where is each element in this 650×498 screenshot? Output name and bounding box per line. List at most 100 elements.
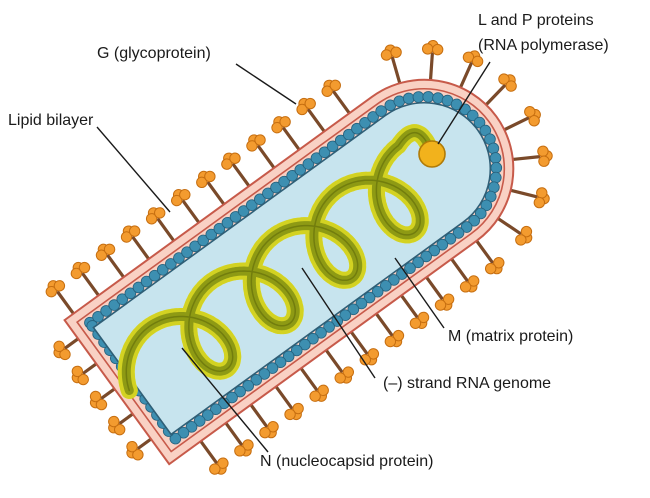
glycoprotein-head-lobe [421,43,434,55]
glycoprotein-head-lobe [71,365,84,378]
glycoprotein-spike-icon [324,348,354,384]
glycoprotein-spike-icon [246,134,276,170]
glycoprotein-spike-icon [199,439,229,475]
glycoprotein-head-lobe [536,187,548,199]
glycoprotein-head-lobe [471,55,484,68]
matrix-protein-icon [412,91,425,103]
glycoprotein-head-lobe [359,354,371,366]
glycoprotein-spike-icon [53,330,89,361]
glycoprotein-spike-icon [224,421,254,457]
glycoprotein-spike-icon [299,366,329,402]
glycoprotein-stalk [249,403,268,428]
glycoprotein-spike-icon [171,188,201,225]
glycoprotein-spike-icon [271,116,301,152]
glycoprotein-spike-icon [421,39,444,82]
glycoprotein-stalk [81,272,101,298]
leader-lines [96,61,491,453]
matrix-protein-icon [490,161,503,174]
glycoprotein-head-lobe [229,152,241,164]
leader-line-glycoprotein [235,63,297,105]
lipid-bilayer-inner [76,87,506,453]
glycoprotein-spike-icon [71,355,107,386]
glycoprotein-spike-icon [296,97,326,134]
glycoprotein-spike-icon [509,187,550,209]
glycoprotein-stalk [332,90,351,115]
glycoprotein-spike-icon [380,44,402,85]
glycoprotein-stalk [475,239,494,264]
glycoprotein-head-lobe [384,335,397,348]
nucleocapsid-coil [117,124,441,399]
glycoprotein-head-lobe [434,299,447,311]
glycoprotein-stalk [274,384,293,410]
glycoprotein-spikes [45,39,553,475]
glycoprotein-stalk [257,145,276,170]
glycoprotein-head-lobe [254,134,266,146]
glycoprotein-head-lobe [390,46,402,58]
glycoprotein-head-lobe [538,155,550,167]
polymerase-icon [418,140,446,168]
glycoprotein-head-lobe [284,408,296,421]
leader-line-matrix-protein [394,257,445,329]
glycoprotein-head-lobe [515,234,527,246]
glycoprotein-stalk [232,163,251,188]
glycoprotein-head-lobe [309,390,321,402]
glycoprotein-spike-icon [349,330,380,366]
glycoprotein-spike-icon [274,384,304,421]
glycoprotein-stalk [156,218,176,243]
glycoprotein-spike-icon [511,145,553,167]
glycoprotein-head-lobe [279,116,291,128]
glycoprotein-head-lobe [484,262,497,275]
glycoprotein-spike-icon [502,106,541,132]
matrix-protein-icon [489,152,502,164]
glycoprotein-stalk [207,181,226,206]
glycoprotein-head-lobe [103,243,116,256]
glycoprotein-stalk [106,254,126,279]
matrix-protein-icon [422,91,435,103]
glycoprotein-stalk [458,62,473,90]
glycoprotein-stalk [349,330,369,355]
glycoprotein-spike-icon [196,170,226,206]
glycoprotein-spike-icon [45,280,76,316]
glycoprotein-spike-icon [475,239,505,275]
lipid-bilayer-label: Lipid bilayer [8,112,94,129]
glycoprotein-head-lobe [459,281,472,293]
glycoprotein-head-lobe [78,261,91,274]
glycoprotein-head-lobe [53,340,65,353]
glycoprotein-stalk [428,52,434,82]
glycoprotein-spike-icon [458,50,484,90]
glycoprotein-stalk [324,348,344,373]
glycoprotein-spike-icon [145,207,176,243]
rna-genome-label: (–) strand RNA genome [383,375,552,392]
glycoprotein-head-lobe [329,79,341,92]
glycoprotein-head-lobe [53,280,66,292]
glycoprotein-spike-icon [496,216,533,246]
glycoprotein-stalk [307,108,326,134]
glycoprotein-stalk [56,291,76,316]
glycoprotein-spike-icon [95,243,126,279]
glycoprotein-spike-icon [484,73,517,107]
glycoprotein-head-lobe [234,445,246,457]
glycoprotein-stalk [449,257,469,282]
glycoprotein-stalk [181,199,201,225]
matrix-protein-icon [432,92,444,104]
glycoprotein-head-lobe [108,415,120,428]
leader-line-polymerase [437,61,491,145]
leader-line-nucleocapsid [181,347,269,453]
glycoprotein-label: G (glycoprotein) [97,45,211,62]
glycoprotein-spike-icon [120,225,151,261]
glycoprotein-spike-icon [321,79,351,115]
lp-proteins-label: L and P proteins [478,12,594,29]
glycoprotein-head-lobe [179,188,191,201]
glycoprotein-head-lobe [209,463,221,475]
glycoprotein-stalk [374,312,394,337]
glycoprotein-stalk [391,56,402,85]
glycoprotein-stalk [502,116,530,132]
glycoprotein-head-lobe [259,426,271,439]
glycoprotein-spike-icon [399,293,430,329]
glycoprotein-stalk [399,293,419,319]
glycoprotein-stalk [131,236,151,261]
glycoprotein-head-lobe [304,97,316,110]
glycoprotein-head-lobe [462,51,475,63]
matrix-protein-icon [441,94,454,107]
